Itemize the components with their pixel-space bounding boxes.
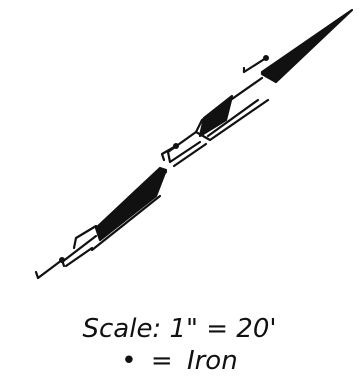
parcel-diagram [34, 8, 354, 280]
scale-legend: Scale: 1" = 20' [0, 314, 359, 344]
iron-marker [173, 143, 179, 149]
parcel-middle-outline [166, 130, 202, 164]
iron-marker [263, 55, 269, 61]
marker-legend: • = Iron [0, 346, 359, 376]
filled-block-upper [198, 94, 234, 138]
filled-wedge-lower [94, 166, 168, 242]
iron-label: Iron [186, 346, 238, 376]
parcel-upper-inner [206, 98, 260, 138]
equals-sign: = [150, 346, 173, 376]
parcel-lower-outline [100, 170, 168, 238]
iron-marker [59, 257, 65, 263]
parcel-lower-inner [90, 194, 162, 252]
boundary-line-bottom [60, 234, 98, 268]
boundary-hook-lower [72, 224, 98, 250]
boundary-hook-top [242, 56, 268, 74]
boundary-hook-bottom [34, 258, 66, 280]
top-wedge [260, 8, 354, 84]
scale-value: 1" = 20' [169, 314, 277, 344]
iron-symbol: • [121, 346, 137, 376]
parcel-middle-inner [172, 142, 208, 168]
scale-label: Scale: [82, 314, 162, 344]
